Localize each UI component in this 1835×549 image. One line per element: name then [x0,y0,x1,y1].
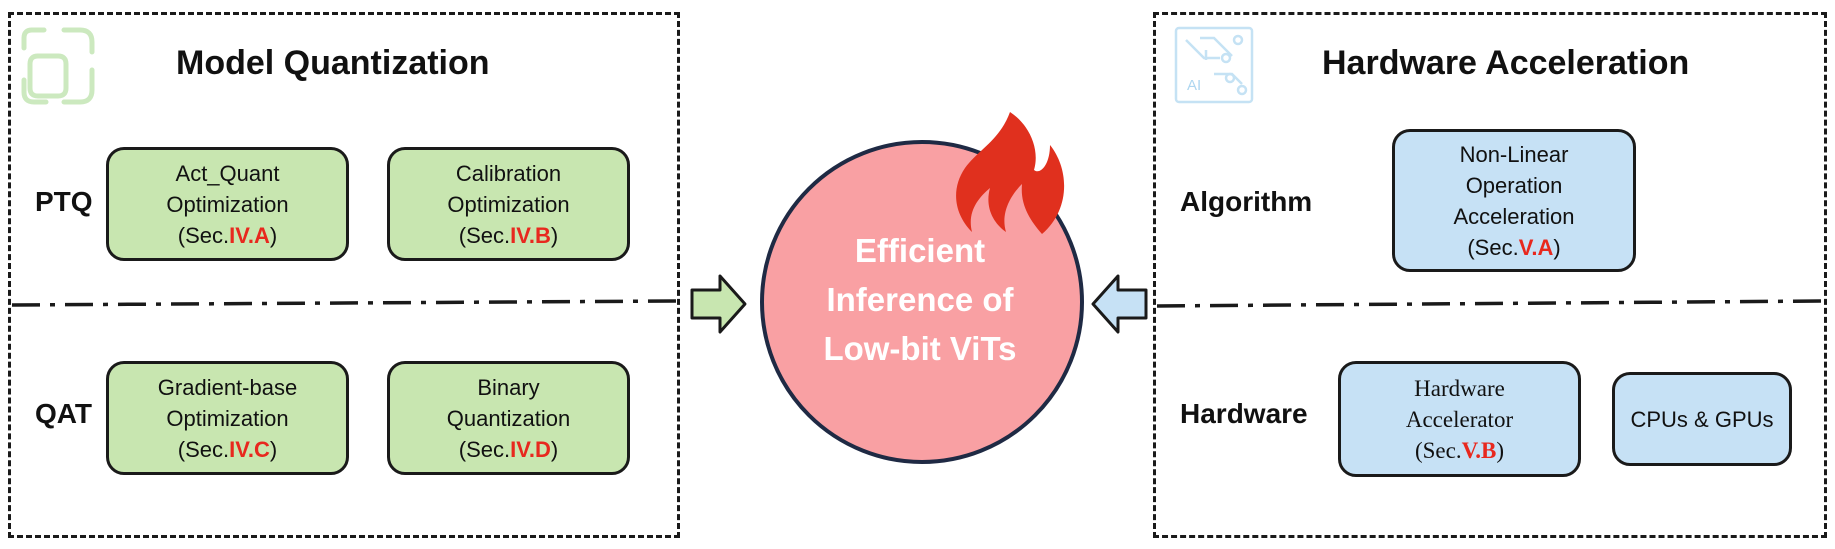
box-line: Act_Quant [175,160,280,186]
box-line: CPUs & GPUs [1630,406,1774,432]
box-line: Optimization [166,405,289,431]
section-ref: (Sec.V.A) [1467,234,1561,260]
act-quant-optimization-box: Act_Quant Optimization (Sec.IV.A) [106,147,349,261]
box-line: Quantization [446,405,571,431]
image-placeholder-icon [21,27,95,105]
model-quantization-title: Model Quantization [176,44,490,82]
non-linear-operation-acceleration-box: Non-Linear Operation Acceleration (Sec.V… [1392,129,1636,272]
center-label: Efficient Inference of Low-bit ViTs [790,226,1050,373]
arrow-right-icon [690,274,747,334]
section-ref: (Sec.IV.B) [458,222,559,248]
binary-quantization-box: Binary Quantization (Sec.IV.D) [387,361,630,475]
hardware-label: Hardware [1180,398,1308,429]
center-line: Efficient [854,232,986,269]
algorithm-label: Algorithm [1180,186,1313,217]
ai-icon-label: AI [1187,77,1202,94]
section-ref: (Sec.IV.D) [458,436,559,462]
box-line: Optimization [166,191,289,217]
qat-label: QAT [35,398,93,429]
section-ref: (Sec.IV.A) [177,222,278,248]
box-line: Binary [477,374,540,400]
section-ref: (Sec.V.B) [1414,437,1505,463]
box-line: Hardware [1414,375,1505,401]
box-line: Non-Linear [1459,141,1569,167]
right-divider [1156,299,1824,308]
hardware-acceleration-title: Hardware Acceleration [1322,44,1690,82]
center-line: Low-bit ViTs [823,330,1017,367]
section-ref: (Sec.IV.C) [177,436,278,462]
hardware-accelerator-box: Hardware Accelerator (Sec.V.B) [1338,361,1581,477]
box-line: Operation [1465,172,1563,198]
calibration-optimization-box: Calibration Optimization (Sec.IV.B) [387,147,630,261]
box-line: Calibration [455,160,562,186]
box-line: Accelerator [1405,406,1514,432]
ai-circuit-icon [1174,26,1254,104]
gradient-base-optimization-box: Gradient-base Optimization (Sec.IV.C) [106,361,349,475]
box-line: Optimization [447,191,570,217]
flame-icon [956,112,1065,234]
ptq-label: PTQ [35,186,93,217]
box-line: Acceleration [1453,203,1575,229]
arrow-left-icon [1091,274,1148,334]
left-divider [11,299,677,307]
box-line: Gradient-base [157,374,298,400]
center-line: Inference of [826,281,1014,318]
cpus-gpus-box: CPUs & GPUs [1612,372,1792,466]
hardware-acceleration-panel [1153,12,1827,538]
model-quantization-panel [8,12,680,538]
